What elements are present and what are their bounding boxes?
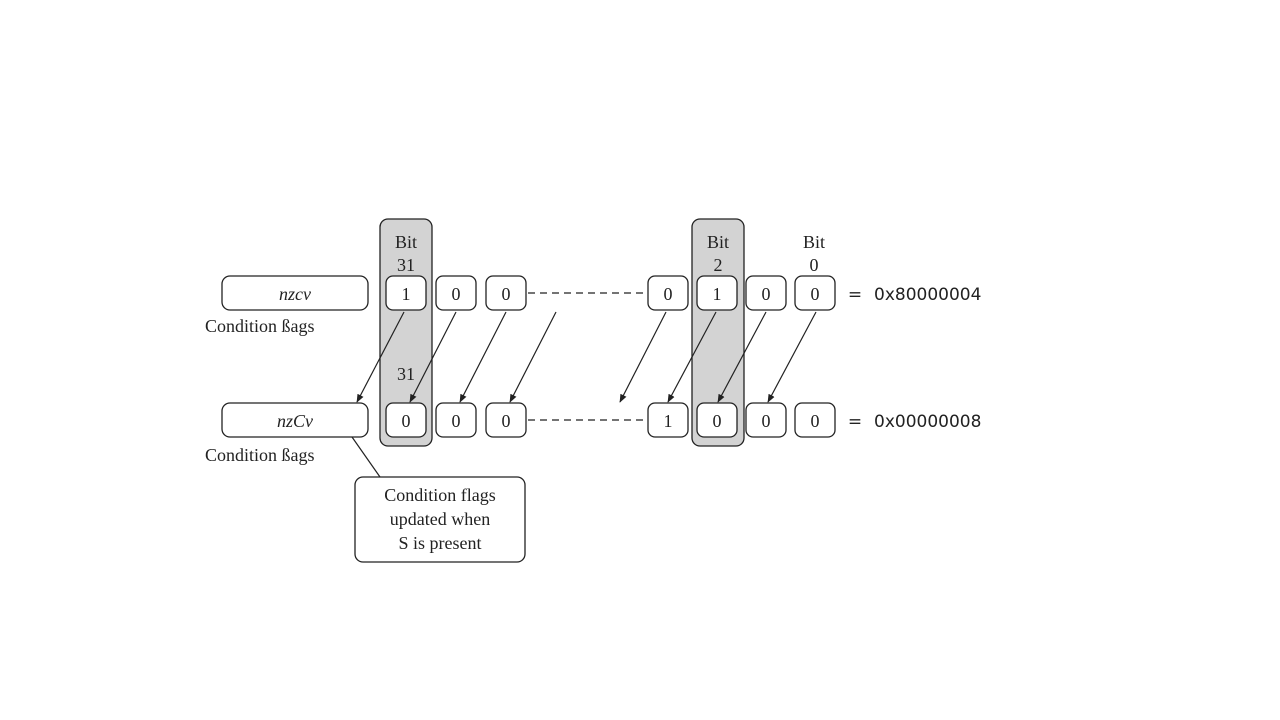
bit-box — [485, 402, 527, 438]
shift-arrow — [356, 311, 405, 403]
bit-value: 1 — [402, 284, 411, 304]
bottom-bit-cell: 0 — [385, 402, 427, 438]
top-flags-box — [221, 275, 369, 311]
bit-value: 0 — [502, 284, 511, 304]
bottom-flags-box — [221, 402, 369, 438]
bit-value: 0 — [664, 284, 673, 304]
callout-line-1: Condition flags — [384, 485, 496, 505]
shift-arrow — [767, 311, 817, 403]
bit-value: 0 — [762, 284, 771, 304]
bit-box — [647, 402, 689, 438]
bit31-header-word: Bit — [395, 232, 417, 252]
bit-box — [745, 402, 787, 438]
bit-value: 0 — [811, 284, 820, 304]
bottom-flags-label: Condition ßags — [205, 445, 315, 465]
bit-value: 0 — [502, 411, 511, 431]
bottom-bit-row: 0 0 0 1 0 0 0 — [385, 402, 836, 438]
shift-arrow — [667, 311, 717, 403]
bit-box — [794, 402, 836, 438]
top-hex-value: 0x80000004 — [874, 285, 981, 305]
bottom-flags-text: nzCv — [277, 411, 313, 431]
top-bit-cell: 0 — [485, 275, 527, 311]
bottom-bit-cell: 0 — [794, 402, 836, 438]
bottom-bit-cell: 1 — [647, 402, 689, 438]
bit2-header-word: Bit — [707, 232, 729, 252]
top-flags-text: nzcv — [279, 284, 311, 304]
bit-box — [385, 402, 427, 438]
bit-box — [435, 275, 477, 311]
shift-arrow — [619, 311, 667, 403]
shift-arrow — [409, 311, 457, 403]
bottom-bit-cell: 0 — [745, 402, 787, 438]
shift-arrow — [459, 311, 507, 403]
bit31-lower-label: 31 — [397, 364, 415, 384]
shift-arrow — [717, 311, 767, 403]
bit2-header-number: 2 — [714, 255, 723, 275]
top-bit-cell: 1 — [385, 275, 427, 311]
bit-value: 0 — [402, 411, 411, 431]
top-bit-cell: 0 — [647, 275, 689, 311]
bottom-hex-value: 0x00000008 — [874, 412, 981, 432]
top-bit-cell: 0 — [794, 275, 836, 311]
bit-value: 0 — [452, 411, 461, 431]
bit-box — [485, 275, 527, 311]
top-flags-label: Condition ßags — [205, 316, 315, 336]
bit0-header-number: 0 — [810, 255, 819, 275]
top-bit-row: 1 0 0 0 1 0 0 — [385, 275, 836, 311]
shift-arrow — [509, 311, 557, 403]
bit-box — [385, 275, 427, 311]
bit0-header-word: Bit — [803, 232, 825, 252]
bit31-header-number: 31 — [397, 255, 415, 275]
shift-arrows — [356, 311, 817, 403]
bit-box — [745, 275, 787, 311]
bottom-bit-cell: 0 — [435, 402, 477, 438]
bit-value: 1 — [664, 411, 673, 431]
bottom-equals-sign: = — [848, 412, 862, 432]
top-bit-cell: 1 — [696, 275, 738, 311]
bit-box — [647, 275, 689, 311]
bit-value: 0 — [762, 411, 771, 431]
callout-box — [354, 476, 526, 563]
bit-value: 0 — [713, 411, 722, 431]
top-equals-sign: = — [848, 285, 862, 305]
bit-box — [696, 402, 738, 438]
bit-value: 0 — [811, 411, 820, 431]
top-bit-cell: 0 — [435, 275, 477, 311]
callout-line-2: updated when — [390, 509, 490, 529]
bit-box — [435, 402, 477, 438]
bit-box — [794, 275, 836, 311]
bit-box — [696, 275, 738, 311]
bit-value: 1 — [713, 284, 722, 304]
callout-connector — [351, 436, 381, 478]
bottom-bit-cell: 0 — [485, 402, 527, 438]
callout-line-3: S is present — [399, 533, 482, 553]
bit-value: 0 — [452, 284, 461, 304]
bottom-bit-cell: 0 — [696, 402, 738, 438]
top-bit-cell: 0 — [745, 275, 787, 311]
